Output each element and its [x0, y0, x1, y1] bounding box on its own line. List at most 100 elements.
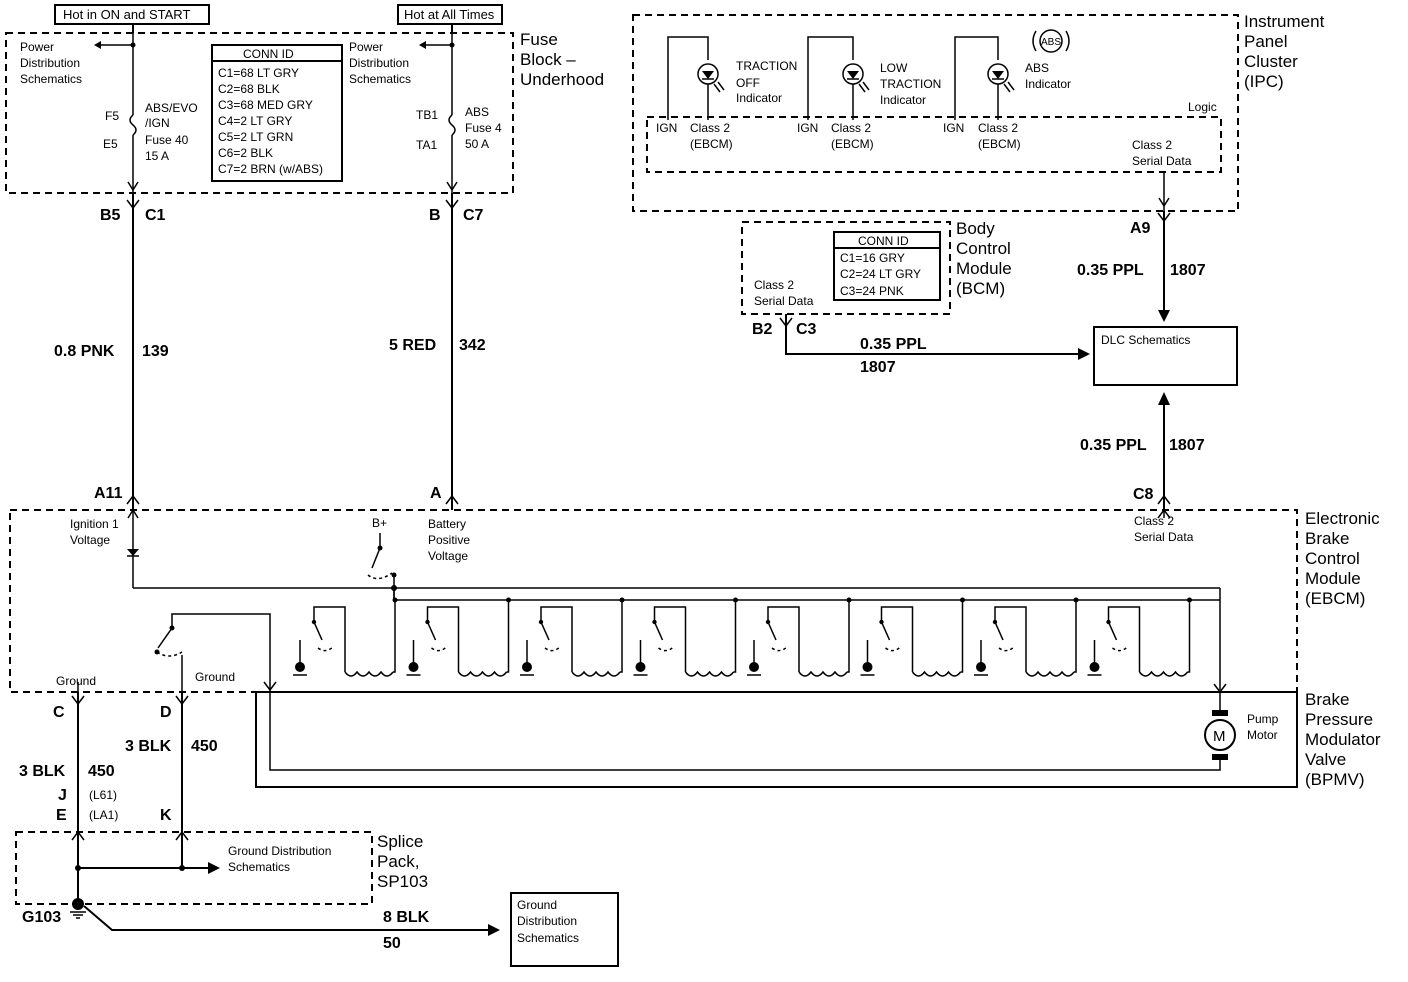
bpmv-outline — [255, 691, 1298, 788]
wire-pnk-gauge: 0.8 PNK — [54, 343, 115, 360]
splice-pack-sp103: Splice Pack, SP103 Ground Distribution S… — [15, 831, 428, 905]
wire-ebcm-gauge: 0.35 PPL — [1080, 437, 1147, 454]
ground-icon — [72, 898, 84, 910]
fuse-block-outline — [5, 32, 514, 194]
driver-switch-wire — [880, 606, 914, 672]
dlc-schematics: DLC Schematics 0.35 PPL 1807 C8 — [1080, 326, 1238, 510]
driver-switch-blade — [767, 621, 777, 641]
bpmv-title-3: Modulator — [1305, 730, 1381, 749]
bpmv-title-4: Valve — [1305, 750, 1346, 769]
arrow-right-icon — [208, 862, 220, 874]
pds-right-2: Distribution — [349, 56, 409, 70]
wire-gnd-c-gauge: 3 BLK — [19, 763, 66, 780]
wire-gnd-c-circuit: 450 — [88, 763, 115, 780]
body-control-module: Body Control Module (BCM) CONN ID C1=16 … — [741, 219, 1090, 376]
low-traction-l1: LOW — [880, 61, 908, 75]
fuse4-pin-bot: TA1 — [416, 138, 437, 152]
driver-rail-tap — [619, 597, 625, 603]
driver-rail-tap — [1187, 597, 1192, 603]
traction-off-l1: TRACTION — [736, 59, 797, 73]
ebcm-serial-2: Serial Data — [1134, 530, 1194, 544]
dlc-label: DLC Schematics — [1101, 333, 1190, 347]
ebcm-title-1: Electronic — [1305, 509, 1380, 528]
driver-coil-return — [1074, 600, 1077, 673]
pin-a9: A9 — [1130, 220, 1151, 237]
driver-switch-wire — [653, 606, 687, 672]
hot-always-box — [397, 4, 503, 25]
traction-off-l2: OFF — [736, 76, 760, 90]
hot-always-label: Hot at All Times — [404, 7, 495, 22]
driver-switch-arc — [998, 645, 1016, 652]
driver-switch-arc — [1112, 645, 1130, 652]
arrow-down-icon — [1158, 310, 1170, 322]
solenoid-coil-icon — [344, 670, 394, 677]
motor-symbol: M — [1213, 728, 1226, 745]
pds-right-3: Schematics — [349, 72, 411, 86]
driver-coil-return — [960, 600, 964, 673]
abs-ind-l2: Indicator — [1025, 77, 1071, 91]
wire-g103-circuit: 50 — [383, 935, 401, 952]
fuse40-l4: 15 A — [145, 149, 169, 163]
fuse-block-title-3: Underhood — [520, 70, 604, 89]
abs-badge-icon: ABS — [1032, 29, 1070, 53]
bcm-conn-id-header: CONN ID — [858, 234, 909, 248]
electronic-brake-control-module: Electronic Brake Control Module (EBCM) I… — [9, 508, 1380, 693]
wire-red-gauge: 5 RED — [389, 337, 436, 354]
fuse4-pin-top: TB1 — [416, 108, 438, 122]
driver-switch-arc — [885, 645, 903, 652]
driver-rail-tap — [733, 597, 738, 603]
driver-switch-arc — [431, 645, 449, 652]
driver-switch-arc — [771, 645, 789, 652]
ebcm-title-2: Brake — [1305, 529, 1349, 548]
pin-a11: A11 — [94, 485, 123, 502]
ipc-class2-ebcm: (EBCM) — [831, 137, 874, 151]
ground-box-l3: Schematics — [517, 931, 579, 945]
ebcm-ground-right: Ground — [195, 670, 235, 684]
ipc-title-3: Cluster — [1244, 52, 1298, 71]
fuse-conn-row: C6=2 BLK — [218, 146, 273, 160]
arrow-up-icon — [1158, 392, 1170, 405]
fuse-conn-id-table — [211, 44, 343, 182]
bcm-conn-row: C3=24 PNK — [840, 284, 904, 298]
ipc-class2-ebcm: (EBCM) — [978, 137, 1021, 151]
ebcm-batt-1: Battery — [428, 517, 466, 531]
bcm-title-3: Module — [956, 259, 1012, 278]
ebcm-ign-2: Voltage — [70, 533, 110, 547]
driver-coil-return — [620, 600, 623, 673]
fuse40-l2: /IGN — [145, 116, 170, 130]
splice-gds-1: Ground Distribution — [228, 844, 331, 858]
fuse4-l2: Fuse 4 — [465, 121, 502, 135]
ipc-ign: IGN — [656, 121, 677, 135]
ipc-ign: IGN — [943, 121, 964, 135]
ipc-title-1: Instrument — [1244, 12, 1325, 31]
solenoid-coil-icon — [457, 670, 508, 677]
splice-gds-2: Schematics — [228, 860, 290, 874]
instrument-panel-cluster: Instrument Panel Cluster (IPC) Logic TRA… — [632, 12, 1325, 212]
arrow-right-icon — [488, 924, 500, 936]
solenoid-coil-icon — [571, 670, 621, 677]
bpmv-title-2: Pressure — [1305, 710, 1373, 729]
fuse4-l1: ABS — [465, 105, 489, 119]
ground-dist-box — [510, 892, 619, 967]
ebcm-batt-3: Voltage — [428, 549, 468, 563]
conn-c1: C1 — [145, 207, 166, 224]
pds-left-1: Power — [20, 40, 54, 54]
driver-switch-blade — [653, 621, 664, 641]
driver-rail-tap — [960, 597, 965, 603]
splice-title-2: Pack, — [377, 852, 420, 871]
hot-run-label: Hot in ON and START — [63, 7, 190, 22]
pump-motor-icon: M — [1204, 710, 1236, 760]
pump-l1: Pump — [1247, 712, 1279, 726]
wire-ipc-circuit: 1807 — [1170, 262, 1206, 279]
arrow-left-icon — [419, 41, 426, 49]
pin-k: K — [160, 807, 172, 824]
wire-g103-gauge: 8 BLK — [383, 909, 430, 926]
driver-rail-tap — [1073, 597, 1079, 603]
pin-b: B — [429, 207, 441, 224]
solenoid-coil-icon — [911, 670, 962, 677]
driver-switch-arc — [658, 645, 676, 652]
driver-coil-return — [393, 600, 396, 673]
splice-outline — [15, 831, 373, 905]
solenoid-coil-icon — [1025, 670, 1075, 677]
ebcm-title-4: Module — [1305, 569, 1361, 588]
